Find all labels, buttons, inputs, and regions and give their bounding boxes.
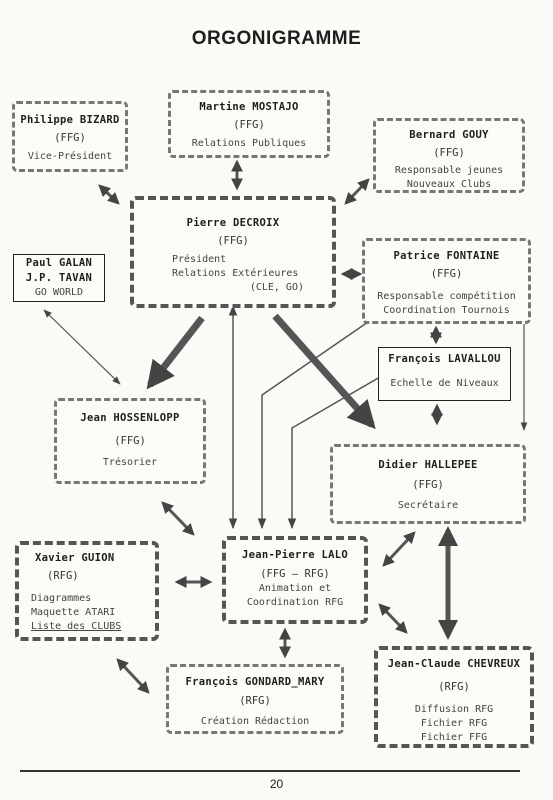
- arrow-hallepee-lalo: [382, 531, 416, 567]
- org-bernard-gouy: (FFG): [433, 147, 465, 159]
- name-jean-hossenlopp: Jean HOSSENLOPP: [80, 412, 180, 424]
- box-philippe-bizard: Philippe BIZARD (FFG) Vice-Président: [12, 101, 128, 172]
- role-philippe-bizard: Vice-Président: [27, 151, 113, 162]
- role-pierre-decroix-3: (CLE, GO): [249, 282, 304, 293]
- label-go-world: GO WORLD: [34, 287, 84, 298]
- org-martine-mostajo: (FFG): [233, 119, 265, 131]
- role-jean-claude-chevreux-3: Fichier FFG: [420, 732, 488, 743]
- footer-rule: [20, 770, 520, 772]
- role-francois-lavallou: Echelle de Niveaux: [390, 378, 499, 389]
- org-jean-hossenlopp: (FFG): [114, 435, 146, 447]
- box-francois-lavallou: François LAVALLOU Echelle de Niveaux: [378, 347, 511, 401]
- box-xavier-guion: Xavier GUION (RFG) Diagrammes Maquette A…: [15, 541, 159, 641]
- box-bernard-gouy: Bernard GOUY (FFG) Responsable jeunes No…: [373, 118, 525, 193]
- box-patrice-fontaine: Patrice FONTAINE (FFG) Responsable compé…: [362, 238, 531, 324]
- box-francois-gondard-mary: François GONDARD_MARY (RFG) Création Réd…: [166, 664, 344, 734]
- org-francois-gondard-mary: (RFG): [239, 695, 271, 707]
- role-patrice-fontaine-2: Coordination Tournois: [383, 305, 510, 316]
- role-pierre-decroix-2: Relations Extérieures: [172, 268, 299, 279]
- org-patrice-fontaine: (FFG): [430, 268, 463, 280]
- page-title: ORGONIGRAMME: [191, 28, 362, 49]
- org-philippe-bizard: (FFG): [54, 132, 86, 144]
- org-didier-hallepee: (FFG): [412, 479, 444, 491]
- role-xavier-guion-1: Diagrammes: [31, 593, 92, 604]
- name-francois-gondard-mary: François GONDARD_MARY: [185, 676, 325, 688]
- name-jean-pierre-lalo: Jean-Pierre LALO: [242, 549, 348, 561]
- name-patrice-fontaine: Patrice FONTAINE: [393, 250, 500, 262]
- role-bernard-gouy-2: Nouveaux Clubs: [406, 179, 492, 190]
- role-jean-pierre-lalo-1: Animation et: [258, 583, 332, 594]
- name-pierre-decroix: Pierre DECROIX: [186, 217, 280, 229]
- role-bernard-gouy-1: Responsable jeunes: [394, 165, 504, 176]
- box-pierre-decroix: Pierre DECROIX (FFG) Président Relations…: [130, 196, 336, 308]
- box-go-world: Paul GALAN J.P. TAVAN GO WORLD: [13, 254, 105, 302]
- name-paul-galan: Paul GALAN: [25, 257, 93, 269]
- arrow-lalo-chevreux: [378, 603, 408, 634]
- arrow-bizard-decroix: [98, 184, 120, 205]
- page-number: 20: [269, 777, 284, 791]
- role-patrice-fontaine-1: Responsable compétition: [377, 291, 516, 302]
- name-martine-mostajo: Martine MOSTAJO: [199, 101, 299, 113]
- role-didier-hallepee: Secrétaire: [397, 500, 459, 511]
- name-francois-lavallou: François LAVALLOU: [388, 353, 501, 365]
- role-jean-pierre-lalo-2: Coordination RFG: [246, 597, 344, 608]
- arrow-guion-gondard: [116, 658, 150, 694]
- arrow-gouy-decroix: [344, 178, 370, 205]
- arrow-galan-hossenlopp: [43, 309, 121, 385]
- arrow-decroix-hossenlopp: [146, 315, 205, 390]
- org-jean-pierre-lalo: (FFG – RFG): [260, 568, 330, 580]
- arrow-decroix-hallepee: [272, 313, 376, 430]
- org-jean-claude-chevreux: (RFG): [438, 681, 470, 693]
- role-jean-claude-chevreux-2: Fichier RFG: [420, 718, 488, 729]
- role-jean-claude-chevreux-1: Diffusion RFG: [414, 704, 494, 715]
- box-didier-hallepee: Didier HALLEPEE (FFG) Secrétaire: [330, 444, 526, 524]
- role-francois-gondard-mary: Création Rédaction: [200, 716, 310, 727]
- box-jean-pierre-lalo: Jean-Pierre LALO (FFG – RFG) Animation e…: [222, 536, 368, 624]
- arrow-fontaine-lalo: [257, 321, 369, 530]
- name-xavier-guion: Xavier GUION: [35, 552, 115, 564]
- arrow-hossenlopp-lalo: [161, 501, 195, 536]
- role-pierre-decroix-1: Président: [172, 254, 227, 265]
- role-xavier-guion-3: Liste des CLUBS: [31, 621, 122, 632]
- role-xavier-guion-2: Maquette ATARI: [31, 607, 116, 618]
- role-martine-mostajo: Relations Publiques: [191, 138, 307, 149]
- name-jean-claude-chevreux: Jean-Claude CHEVREUX: [387, 658, 521, 670]
- name-bernard-gouy: Bernard GOUY: [409, 129, 489, 141]
- name-philippe-bizard: Philippe BIZARD: [20, 114, 120, 126]
- role-jean-hossenlopp: Trésorier: [102, 457, 158, 468]
- org-xavier-guion: (RFG): [47, 570, 79, 582]
- box-jean-claude-chevreux: Jean-Claude CHEVREUX (RFG) Diffusion RFG…: [374, 646, 534, 748]
- arrow-lavallou-lalo: [287, 376, 381, 530]
- box-jean-hossenlopp: Jean HOSSENLOPP (FFG) Trésorier: [54, 398, 206, 484]
- name-jp-tavan: J.P. TAVAN: [25, 272, 93, 284]
- org-pierre-decroix: (FFG): [217, 235, 249, 247]
- name-didier-hallepee: Didier HALLEPEE: [378, 459, 478, 471]
- box-martine-mostajo: Martine MOSTAJO (FFG) Relations Publique…: [168, 90, 330, 158]
